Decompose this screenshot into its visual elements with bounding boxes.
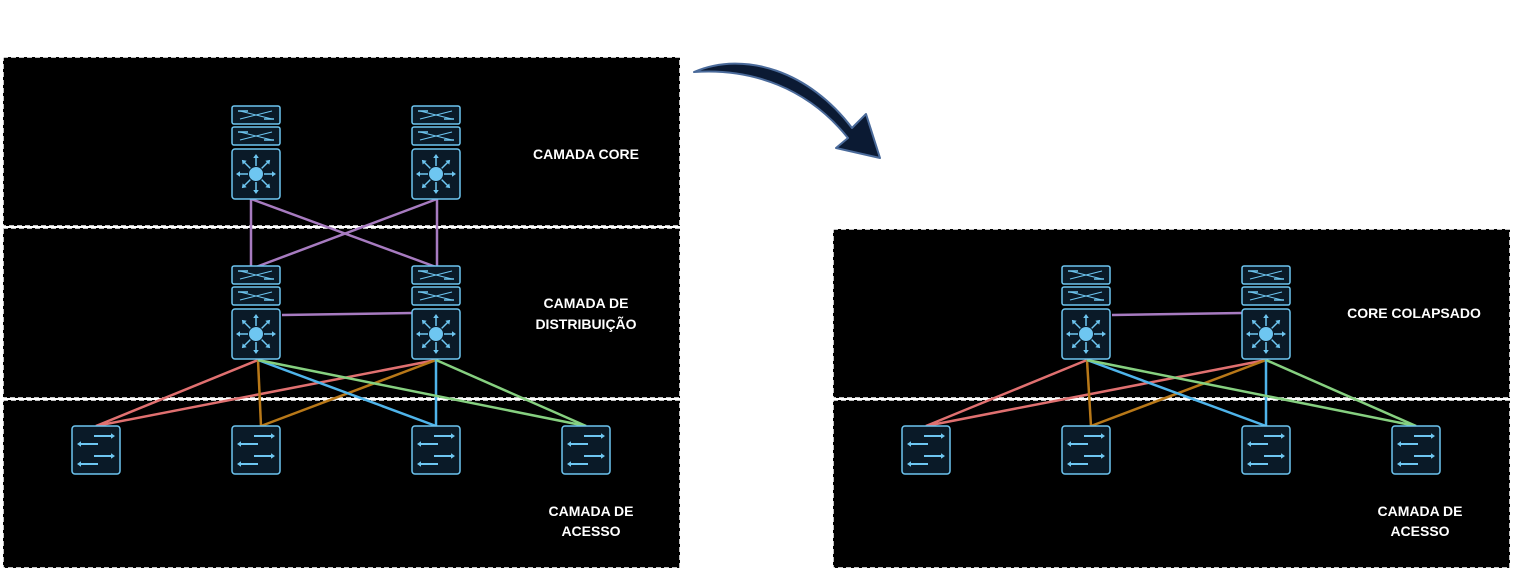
right-access-switch-4: [1391, 425, 1441, 475]
uplink-line: [255, 197, 438, 269]
workgroup-switch-icon: [561, 425, 611, 475]
layer3-switch-icon: [411, 148, 461, 200]
layer3-switch-icon: [1061, 308, 1111, 360]
right-diagram: CORE COLAPSADO CAMADA DE ACESSO: [832, 228, 1511, 569]
downlink-line: [95, 358, 437, 428]
downlink-line: [1265, 358, 1417, 428]
workgroup-switch-icon: [1061, 425, 1111, 475]
core-switch-2: [411, 105, 461, 200]
access-layer-label-line1: CAMADA DE: [548, 503, 633, 519]
switch-module-icon: [411, 265, 461, 285]
core-switch-1: [231, 105, 281, 200]
interconnect-line: [281, 311, 413, 317]
switch-module-icon: [1061, 265, 1111, 285]
right-access-switch-1: [901, 425, 951, 475]
access-switch-3: [411, 425, 461, 475]
layer3-switch-icon: [231, 308, 281, 360]
curved-arrow-icon: [693, 62, 881, 159]
downlink-line: [925, 358, 1088, 428]
distribution-switch-1: [231, 265, 281, 360]
left-devices: [71, 105, 611, 475]
switch-module-icon: [231, 105, 281, 125]
core-layer-label: CAMADA CORE: [533, 146, 639, 162]
workgroup-switch-icon: [901, 425, 951, 475]
downlink-line: [95, 358, 259, 428]
interconnect-line: [1111, 311, 1243, 317]
access-switch-2: [231, 425, 281, 475]
core-layer-panel: [2, 56, 681, 227]
layer3-switch-icon: [231, 148, 281, 200]
workgroup-switch-icon: [411, 425, 461, 475]
right-links: [925, 311, 1417, 428]
right-devices: [901, 265, 1441, 475]
left-diagram: CAMADA CORE CAMADA DE DISTRIBUIÇÃO CAMAD…: [2, 56, 681, 569]
layer3-switch-icon: [411, 308, 461, 360]
distribution-layer-label-line1: CAMADA DE: [543, 295, 628, 311]
workgroup-switch-icon: [1241, 425, 1291, 475]
collapsed-core-label: CORE COLAPSADO: [1347, 305, 1481, 321]
downlink-line: [257, 358, 437, 428]
switch-module-icon: [1061, 286, 1111, 306]
right-access-switch-3: [1241, 425, 1291, 475]
workgroup-switch-icon: [231, 425, 281, 475]
left-links: [95, 197, 587, 428]
downlink-line: [257, 358, 587, 428]
right-access-layer-label-line1: CAMADA DE: [1377, 503, 1462, 519]
switch-module-icon: [1241, 265, 1291, 285]
collapsed-core-switch-2: [1241, 265, 1291, 360]
access-layer-label-line2: ACESSO: [561, 523, 620, 539]
downlink-line: [1085, 359, 1093, 427]
switch-module-icon: [1241, 286, 1291, 306]
distribution-layer-label-line2: DISTRIBUIÇÃO: [535, 315, 636, 332]
distribution-switch-2: [411, 265, 461, 360]
switch-module-icon: [231, 286, 281, 306]
switch-module-icon: [231, 265, 281, 285]
switch-module-icon: [231, 126, 281, 146]
downlink-line: [1086, 358, 1267, 428]
access-switch-1: [71, 425, 121, 475]
downlink-line: [435, 358, 587, 428]
switch-module-icon: [411, 105, 461, 125]
workgroup-switch-icon: [1391, 425, 1441, 475]
downlink-line: [925, 358, 1267, 428]
downlink-line: [256, 359, 263, 427]
switch-module-icon: [411, 126, 461, 146]
collapsed-core-switch-1: [1061, 265, 1111, 360]
switch-module-icon: [411, 286, 461, 306]
right-access-layer-label-line2: ACESSO: [1390, 523, 1449, 539]
downlink-line: [1086, 358, 1417, 428]
workgroup-switch-icon: [71, 425, 121, 475]
access-switch-4: [561, 425, 611, 475]
layer3-switch-icon: [1241, 308, 1291, 360]
right-access-switch-2: [1061, 425, 1111, 475]
